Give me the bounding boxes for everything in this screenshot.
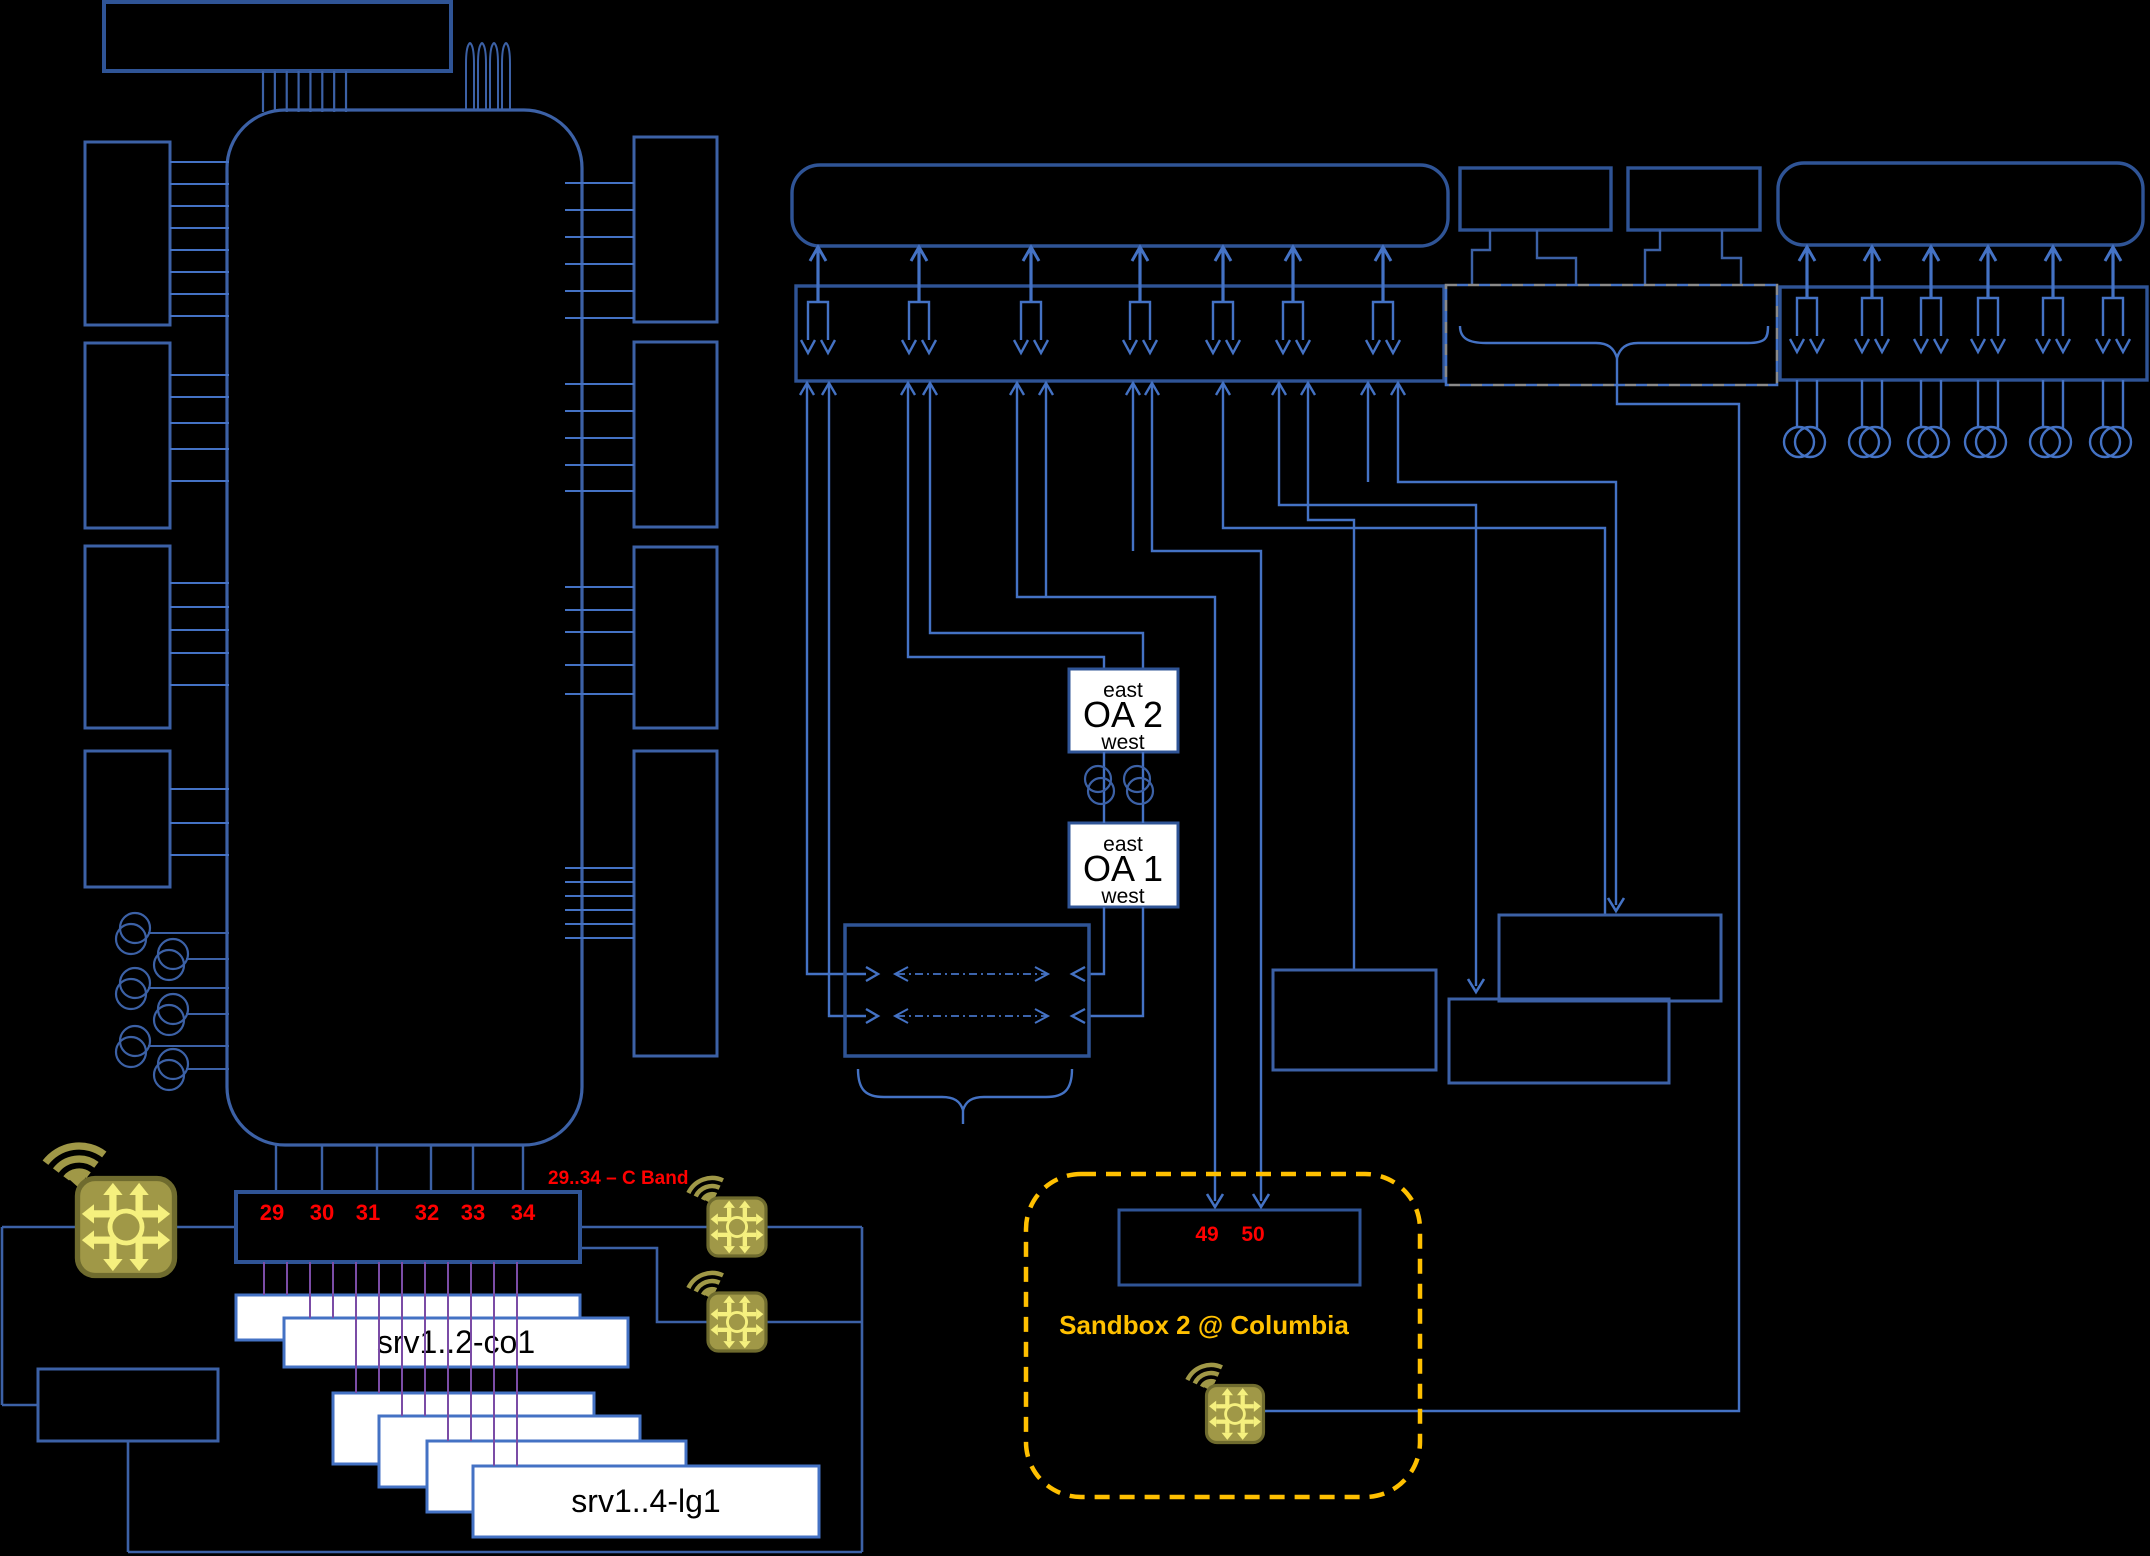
- svg-text:29: 29: [260, 1200, 284, 1225]
- svg-text:31: 31: [356, 1200, 380, 1225]
- svg-text:34: 34: [511, 1200, 536, 1225]
- svg-text:Sandbox 2 @ Columbia: Sandbox 2 @ Columbia: [1059, 1310, 1349, 1340]
- svg-text:OA 2: OA 2: [1083, 694, 1163, 735]
- svg-text:50: 50: [1241, 1223, 1264, 1246]
- svg-text:east: east: [1103, 679, 1143, 702]
- svg-text:srv1..4-lg1: srv1..4-lg1: [571, 1483, 720, 1519]
- svg-text:west: west: [1100, 731, 1144, 754]
- svg-text:49: 49: [1195, 1223, 1218, 1246]
- svg-text:33: 33: [461, 1200, 485, 1225]
- svg-text:srv1..2-co1: srv1..2-co1: [377, 1324, 535, 1360]
- svg-text:30: 30: [310, 1200, 334, 1225]
- svg-text:west: west: [1100, 885, 1144, 908]
- svg-text:east: east: [1103, 833, 1143, 856]
- svg-text:32: 32: [415, 1200, 439, 1225]
- svg-text:29..34 – C Band: 29..34 – C Band: [548, 1168, 688, 1189]
- svg-text:OA 1: OA 1: [1083, 848, 1163, 889]
